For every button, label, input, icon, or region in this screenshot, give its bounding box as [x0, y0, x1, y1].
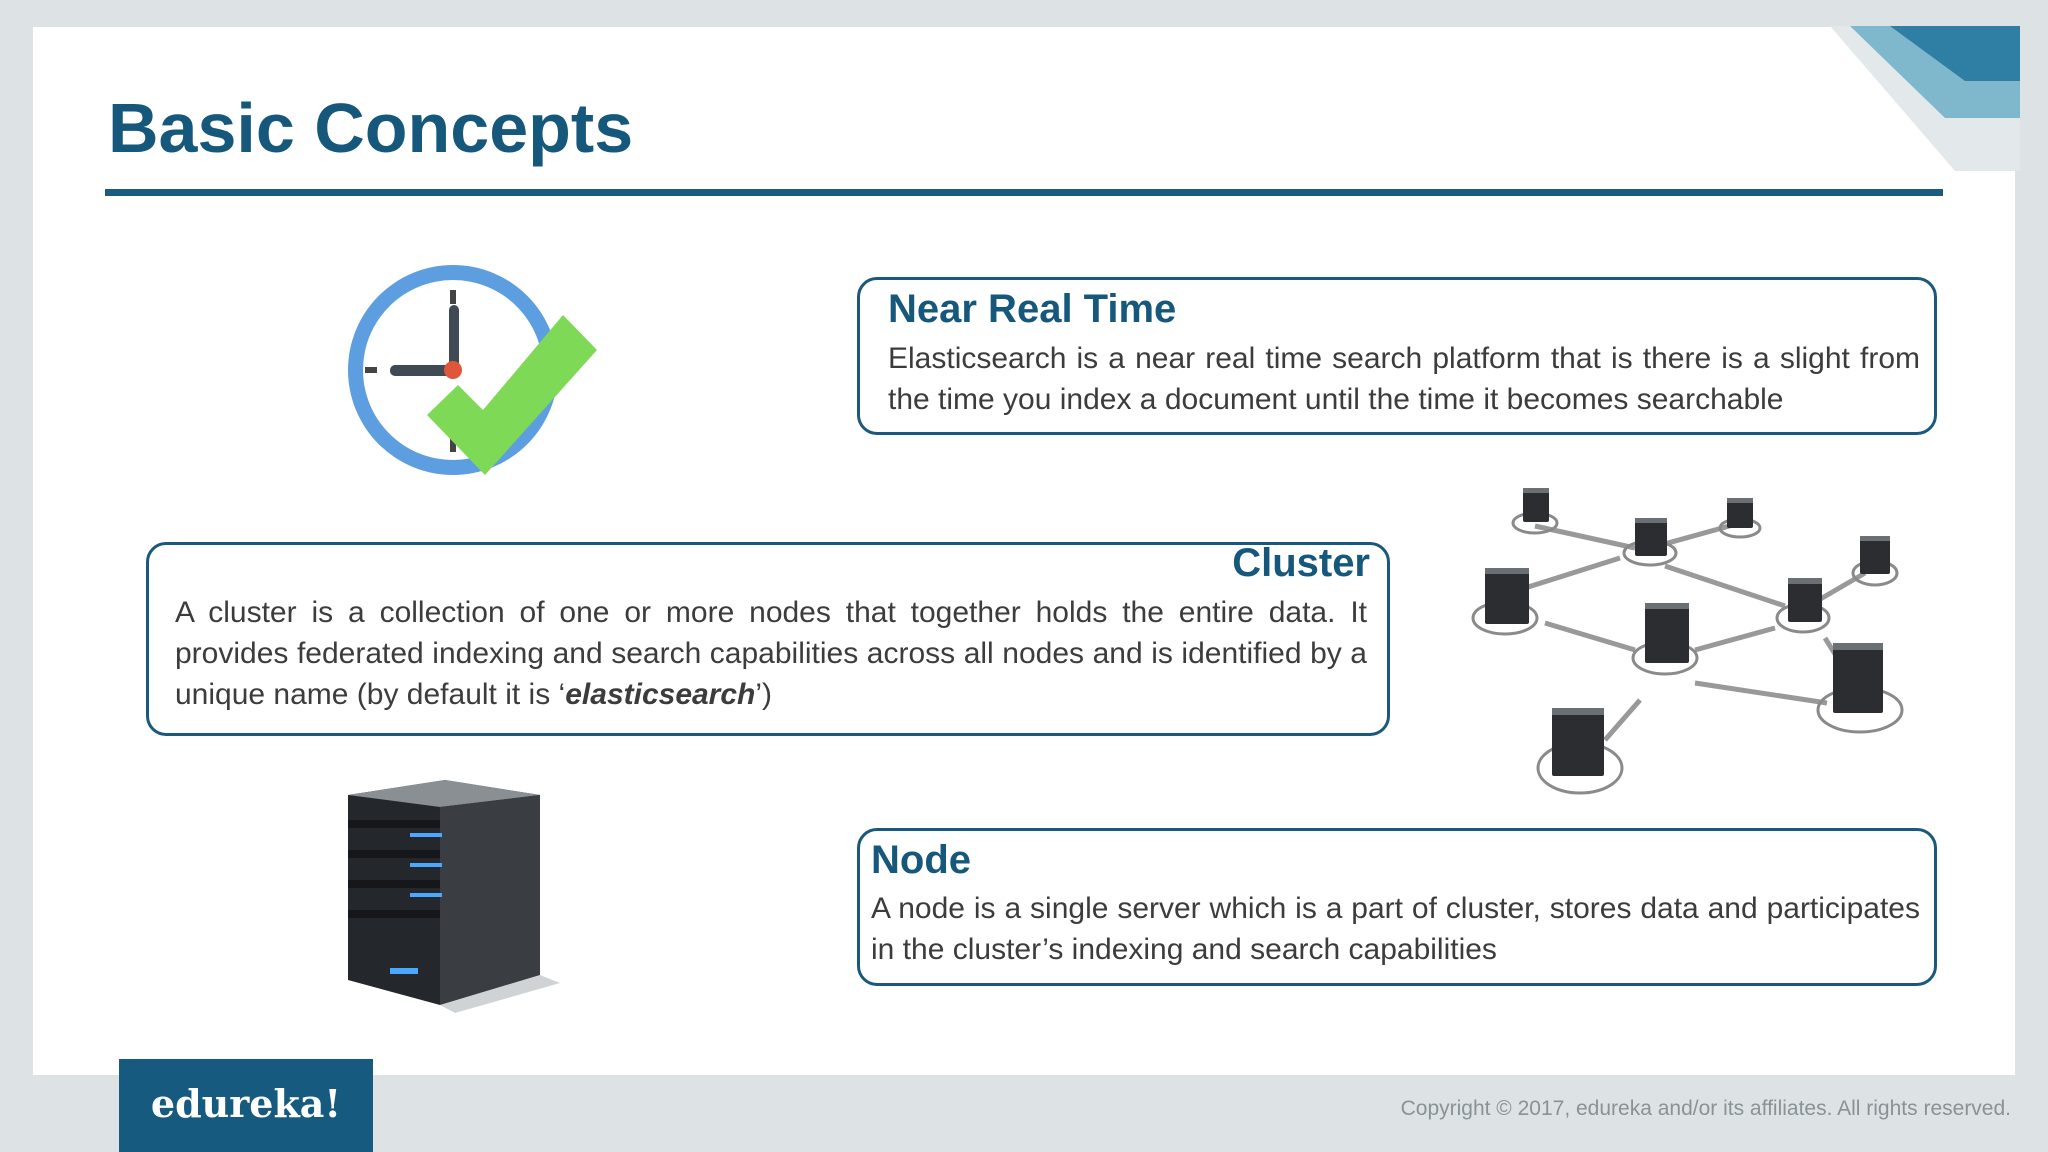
title-divider	[105, 189, 1943, 196]
corner-decoration	[1830, 26, 2020, 171]
edureka-logo: edureka!	[119, 1059, 373, 1152]
copyright-text: Copyright © 2017, edureka and/or its aff…	[1400, 1097, 2011, 1120]
cluster-text-main: A cluster is a collection of one or more…	[175, 596, 1367, 711]
near-real-time-box	[857, 277, 1937, 435]
cluster-title: Cluster	[1232, 541, 1370, 585]
near-real-time-title: Near Real Time	[888, 287, 1177, 331]
node-box	[857, 828, 1937, 986]
cluster-text-emphasis: elasticsearch	[565, 678, 756, 711]
node-title: Node	[871, 838, 971, 882]
cluster-text: A cluster is a collection of one or more…	[175, 592, 1367, 715]
page-title: Basic Concepts	[108, 89, 634, 167]
node-text: A node is a single server which is a par…	[871, 892, 1920, 966]
logo-text: edureka!	[150, 1081, 342, 1126]
server-icon	[348, 780, 560, 1013]
cluster-text-end: ’)	[755, 678, 773, 711]
server-network-icon	[1471, 488, 1904, 795]
near-real-time-text: Elasticsearch is a near real time search…	[888, 342, 1920, 416]
cluster-box	[146, 542, 1390, 736]
clock-check-icon	[348, 265, 597, 475]
